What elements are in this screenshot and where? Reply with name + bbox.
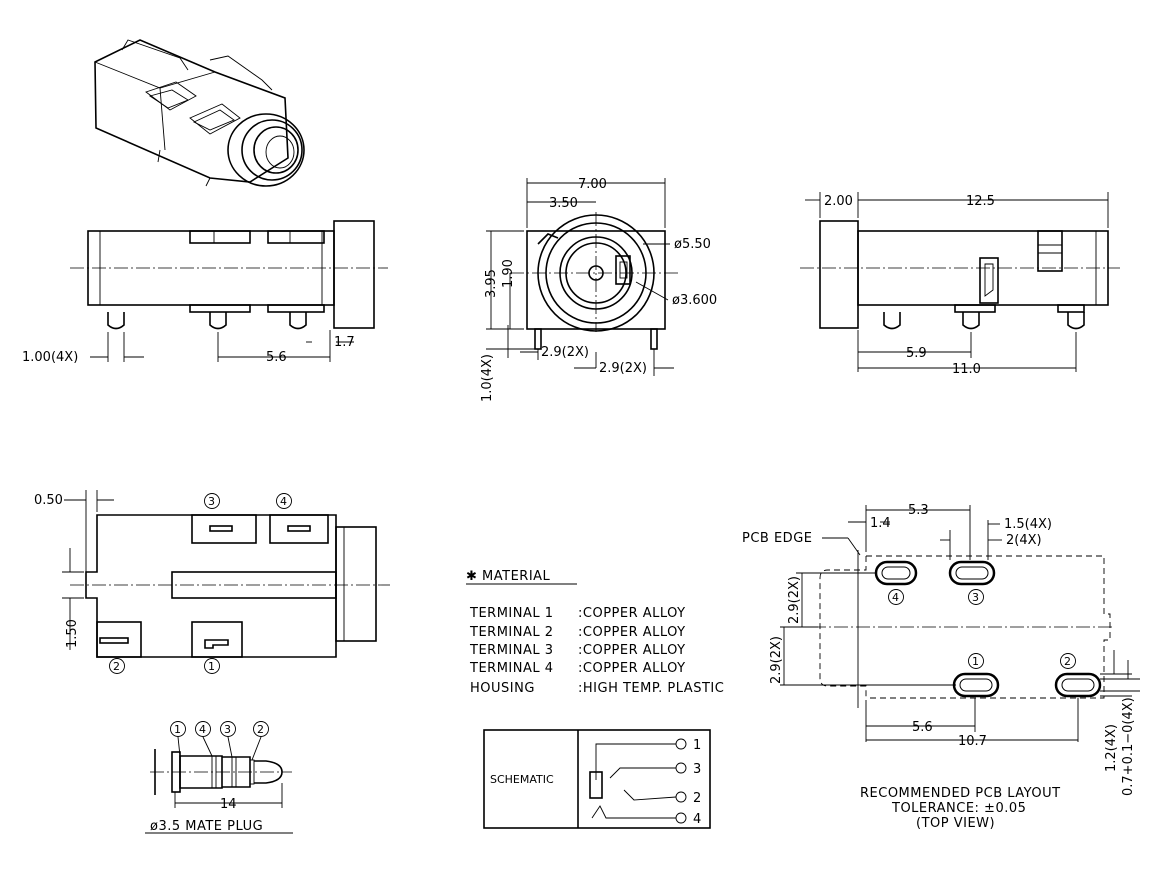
- pcb-pin-4: 4: [892, 591, 899, 604]
- dim-front-pin-left: 2.9(2X): [541, 345, 589, 360]
- material-value-5: :HIGH TEMP. PLASTIC: [578, 681, 724, 696]
- dim-right-pin-b: 11.0: [952, 362, 981, 377]
- schematic-pin-3: 3: [693, 762, 701, 777]
- plug-label-3: 3: [224, 723, 231, 736]
- dim-pcb-pad-len: 1.5(4X): [1004, 517, 1052, 532]
- pin-label-bottom-1: 1: [208, 660, 215, 673]
- isometric-view: [94, 39, 305, 187]
- schematic-label: SCHEMATIC: [490, 773, 554, 786]
- dim-outer-diameter: ø5.50: [674, 237, 711, 252]
- material-table: TERMINAL 1 :COPPER ALLOY TERMINAL 2 :COP…: [469, 606, 724, 696]
- dim-right-pin-a: 5.9: [906, 346, 927, 361]
- dim-front-half-width: 3.50: [549, 196, 578, 211]
- plug-caption: ø3.5 MATE PLUG: [150, 819, 263, 834]
- dim-front-height: 3.95: [484, 269, 499, 298]
- dim-side-gap: 1.7: [334, 335, 355, 350]
- pin-label-top-4: 4: [280, 495, 287, 508]
- pcb-edge-label: PCB EDGE: [742, 531, 812, 546]
- dim-top-offset: 0.50: [34, 493, 63, 508]
- plug-label-2: 2: [257, 723, 264, 736]
- dim-pcb-spacing-bottom: 5.6: [912, 720, 933, 735]
- side-view-right: [800, 192, 1120, 372]
- plug-label-1: 1: [174, 723, 181, 736]
- plug-label-4: 4: [199, 723, 206, 736]
- pin-label-bottom-2: 2: [113, 660, 120, 673]
- dim-front-pin-right: 2.9(2X): [599, 361, 647, 376]
- material-title: ✱ MATERIAL: [466, 569, 551, 584]
- mate-plug-drawing: [145, 721, 293, 834]
- pcb-caption-2: TOLERANCE: ±0.05: [891, 801, 1026, 816]
- dim-right-length: 12.5: [966, 194, 995, 209]
- pin-label-top-3: 3: [208, 495, 215, 508]
- dim-front-center-height: 1.90: [501, 259, 516, 288]
- pcb-pin-3: 3: [972, 591, 979, 604]
- dim-pcb-pad-offset: 1.4: [870, 516, 891, 531]
- dim-pcb-slot-w: 1.2(4X): [1104, 724, 1119, 772]
- pcb-pin-2: 2: [1064, 655, 1071, 668]
- dim-side-spacing: 5.6: [266, 350, 287, 365]
- schematic-box: [483, 729, 711, 829]
- top-view: [62, 490, 390, 674]
- dim-front-pin-length: 1.0(4X): [480, 354, 495, 402]
- schematic-pin-4: 4: [693, 812, 701, 827]
- dim-side-pin-width: 1.00(4X): [22, 350, 78, 365]
- dim-pcb-row-b: 2.9(2X): [769, 636, 784, 684]
- material-name-3: TERMINAL 3: [469, 643, 554, 658]
- material-name-1: TERMINAL 1: [469, 606, 554, 621]
- material-name-2: TERMINAL 2: [469, 625, 554, 640]
- pcb-caption-1: RECOMMENDED PCB LAYOUT: [860, 786, 1061, 801]
- material-value-3: :COPPER ALLOY: [578, 643, 686, 658]
- dim-pcb-tol: 0.7+0.1−0(4X): [1121, 697, 1136, 796]
- schematic-pin-1: 1: [693, 738, 701, 753]
- dim-front-width: 7.00: [578, 177, 607, 192]
- dim-pcb-row-a: 2.9(2X): [787, 576, 802, 624]
- pcb-pin-1: 1: [972, 655, 979, 668]
- dim-pcb-spacing-top: 5.3: [908, 503, 929, 518]
- material-name-4: TERMINAL 4: [469, 661, 554, 676]
- dim-pcb-pad-wid: 2(4X): [1006, 533, 1042, 548]
- material-name-5: HOUSING: [470, 681, 535, 696]
- dim-right-flange: 2.00: [824, 194, 853, 209]
- pcb-caption-3: (TOP VIEW): [916, 816, 995, 831]
- dim-pcb-total: 10.7: [958, 734, 987, 749]
- front-view: [486, 178, 680, 376]
- material-value-4: :COPPER ALLOY: [578, 661, 686, 676]
- pcb-layout: [780, 505, 1140, 742]
- dim-inner-diameter: ø3.600: [672, 293, 717, 308]
- dim-top-height: 1.50: [65, 619, 80, 648]
- material-value-1: :COPPER ALLOY: [578, 606, 686, 621]
- side-view-left: [70, 220, 388, 362]
- material-value-2: :COPPER ALLOY: [578, 625, 686, 640]
- dim-plug-length: 14: [220, 797, 237, 812]
- schematic-pin-2: 2: [693, 791, 701, 806]
